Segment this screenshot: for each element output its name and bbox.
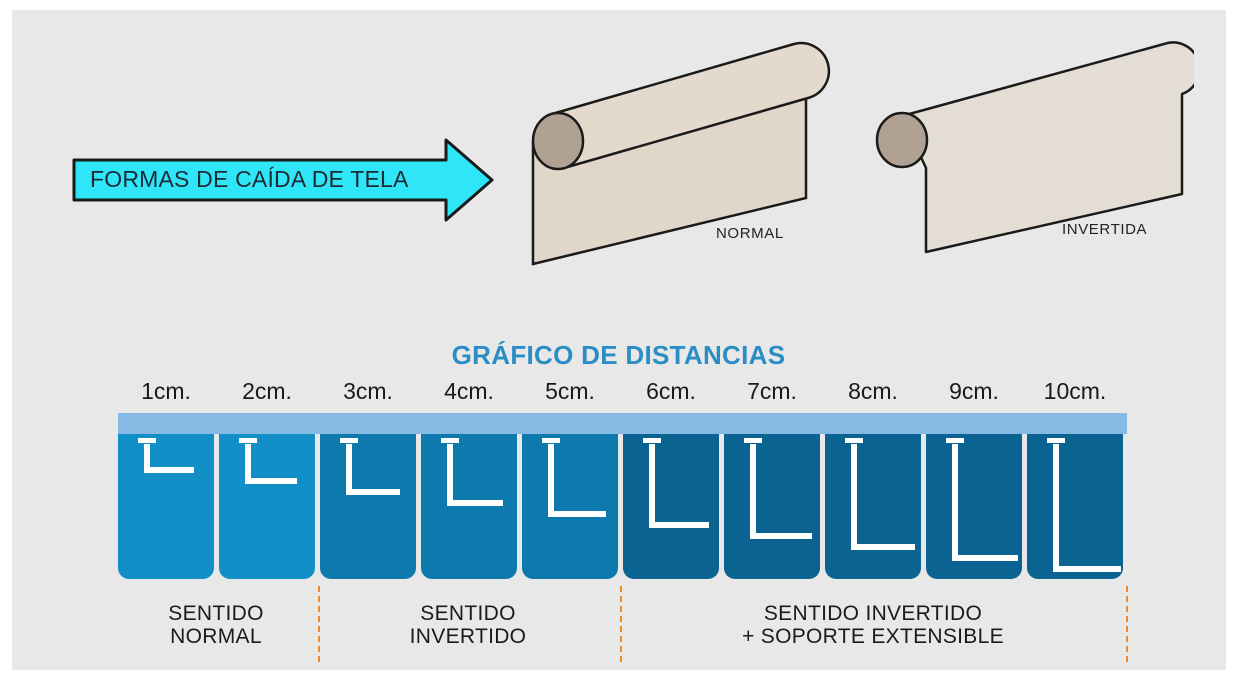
bracket-stem <box>346 444 352 495</box>
group-caption-line-1: SENTIDO <box>420 602 516 625</box>
bracket-mark <box>744 438 812 539</box>
bracket-foot <box>649 522 709 528</box>
bracket-mark <box>340 438 400 495</box>
bracket-stem <box>649 444 655 528</box>
roll-inverted-illustration <box>875 41 1194 254</box>
bracket-cap <box>946 438 964 443</box>
bracket-stem <box>447 444 453 506</box>
bracket-cap <box>340 438 358 443</box>
bracket-foot <box>346 489 400 495</box>
bracket-foot <box>952 555 1018 561</box>
distance-column <box>421 434 517 579</box>
distance-column <box>926 434 1022 579</box>
bracket-cap <box>542 438 560 443</box>
bracket-foot <box>447 500 503 506</box>
roll-normal-label: NORMAL <box>716 225 784 242</box>
bracket-stem <box>144 444 150 473</box>
group-caption-line-2: INVERTIDO <box>409 625 527 648</box>
bracket-mark <box>138 438 194 473</box>
bracket-stem <box>851 444 857 550</box>
distance-column <box>118 434 214 579</box>
bracket-cap <box>744 438 762 443</box>
group-caption-line-1: SENTIDO <box>168 602 264 625</box>
distance-column <box>825 434 921 579</box>
bracket-mark <box>542 438 606 517</box>
tick-label: 10cm. <box>1043 378 1107 404</box>
distance-column <box>522 434 618 579</box>
distance-column <box>219 434 315 579</box>
rail-band <box>118 413 1127 434</box>
group-separator <box>318 586 320 662</box>
distance-column <box>623 434 719 579</box>
distance-column <box>1027 434 1123 579</box>
bracket-mark <box>1047 438 1121 572</box>
chart-title: GRÁFICO DE DISTANCIAS <box>451 340 786 370</box>
group-caption-line-2: + SOPORTE EXTENSIBLE <box>742 625 1004 648</box>
bracket-stem <box>750 444 756 539</box>
bracket-stem <box>952 444 958 561</box>
bracket-foot <box>144 467 194 473</box>
tick-label: 3cm. <box>343 378 393 404</box>
roll-normal-illustration <box>531 41 831 266</box>
group-caption-line-1: SENTIDO INVERTIDO <box>763 602 983 625</box>
arrow-shape <box>72 138 494 222</box>
distance-column <box>320 434 416 579</box>
arrow-label: FORMAS DE CAÍDA DE TELA <box>90 166 409 192</box>
group-caption-line-2: NORMAL <box>170 625 262 648</box>
bracket-cap <box>1047 438 1065 443</box>
bracket-cap <box>441 438 459 443</box>
group-separator <box>1126 586 1128 662</box>
tick-label: 6cm. <box>646 378 696 404</box>
bracket-foot <box>750 533 812 539</box>
tick-label: 2cm. <box>242 378 292 404</box>
bracket-foot <box>1053 566 1121 572</box>
tick-label: 4cm. <box>444 378 494 404</box>
header-arrow: FORMAS DE CAÍDA DE TELA <box>72 138 494 222</box>
group-caption: SENTIDO INVERTIDO+ SOPORTE EXTENSIBLE <box>703 602 1043 648</box>
bracket-stem <box>548 444 554 517</box>
bracket-cap <box>845 438 863 443</box>
bracket-stem <box>245 444 251 484</box>
group-separator <box>620 586 622 662</box>
bracket-mark <box>946 438 1018 561</box>
tick-label: 8cm. <box>848 378 898 404</box>
tick-label: 7cm. <box>747 378 797 404</box>
bracket-foot <box>548 511 606 517</box>
bracket-stem <box>1053 444 1059 572</box>
distance-column <box>724 434 820 579</box>
bracket-mark <box>239 438 297 484</box>
tick-label: 5cm. <box>545 378 595 404</box>
tick-label: 1cm. <box>141 378 191 404</box>
bracket-mark <box>441 438 503 506</box>
bracket-foot <box>245 478 297 484</box>
bracket-cap <box>138 438 156 443</box>
bracket-cap <box>643 438 661 443</box>
roll-inverted-label: INVERTIDA <box>1062 221 1148 238</box>
bracket-foot <box>851 544 915 550</box>
bracket-cap <box>239 438 257 443</box>
bracket-mark <box>643 438 709 528</box>
tick-label: 9cm. <box>949 378 999 404</box>
bracket-mark <box>845 438 915 550</box>
